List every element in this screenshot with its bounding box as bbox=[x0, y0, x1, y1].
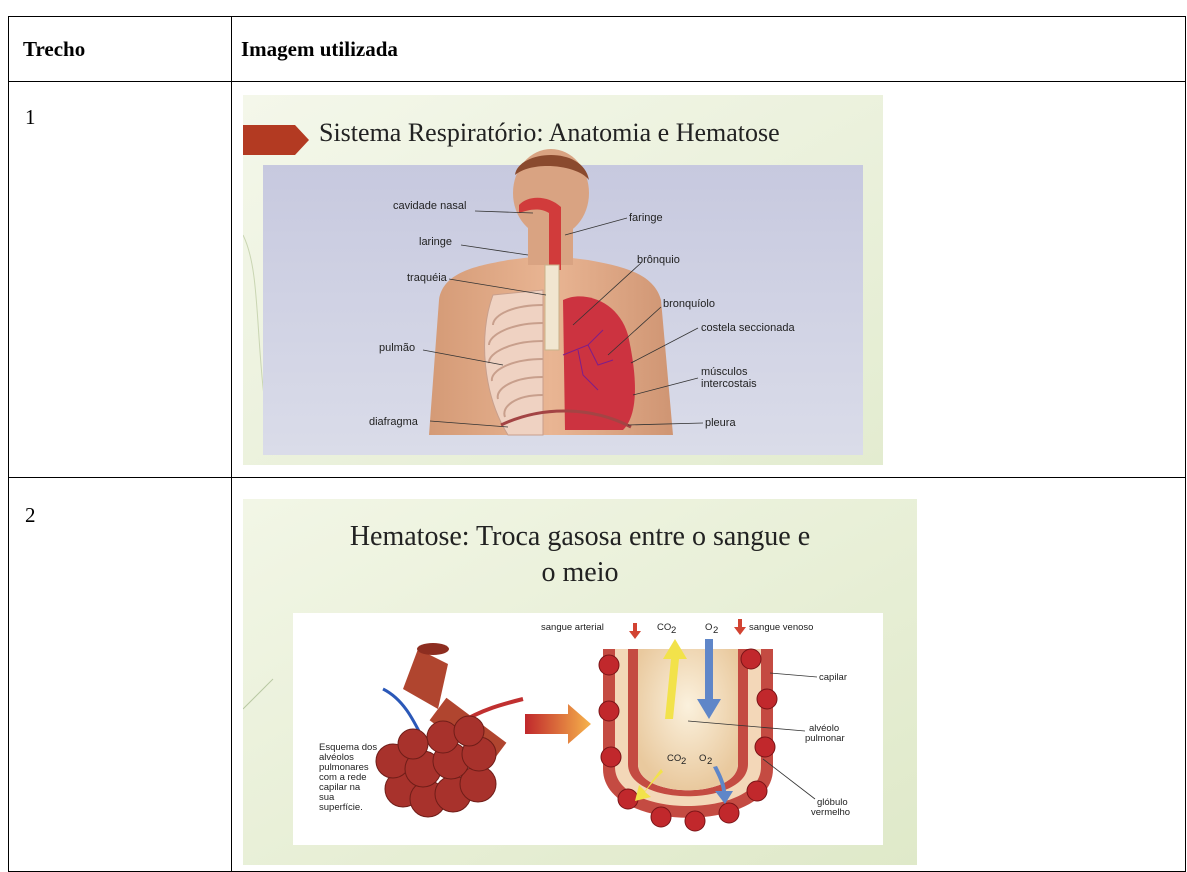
label-sangue-venoso: sangue venoso bbox=[749, 622, 813, 633]
content-table: Trecho Imagem utilizada 1 2 Sistema Resp… bbox=[8, 16, 1186, 872]
label-laringe: laringe bbox=[419, 236, 452, 248]
label-sangue-arterial: sangue arterial bbox=[541, 622, 604, 633]
hematose-illustration-frame bbox=[293, 613, 883, 845]
label-intercostais: intercostais bbox=[701, 378, 757, 390]
slide-2-title-line-1: Hematose: Troca gasosa entre o sangue e bbox=[350, 521, 810, 552]
header-imagem-utilizada: Imagem utilizada bbox=[241, 37, 398, 62]
label-pleura: pleura bbox=[705, 417, 736, 429]
label-esquema-7: superfície. bbox=[319, 802, 363, 813]
slide-hematose: Hematose: Troca gasosa entre o sangue e … bbox=[243, 499, 917, 865]
label-traqueia: traquéia bbox=[407, 272, 448, 284]
label-co2-top: CO bbox=[657, 622, 671, 633]
subscript: 2 bbox=[681, 756, 686, 767]
title-arrow-decoration bbox=[243, 125, 309, 155]
label-cavidade-nasal: cavidade nasal bbox=[393, 200, 466, 212]
label-pulmao: pulmão bbox=[379, 342, 415, 354]
alveolus bbox=[638, 649, 738, 790]
label-o2-top: O bbox=[705, 622, 712, 633]
header-trecho: Trecho bbox=[23, 37, 85, 62]
label-co2-inner: CO bbox=[667, 753, 681, 764]
label-vermelho: vermelho bbox=[811, 807, 850, 818]
slide-1-title: Sistema Respiratório: Anatomia e Hematos… bbox=[319, 118, 780, 147]
label-capilar: capilar bbox=[819, 672, 847, 683]
label-bronquio: brônquio bbox=[637, 254, 680, 266]
label-costela-seccionada: costela seccionada bbox=[701, 322, 795, 334]
slide-respiratory-anatomy: Sistema Respiratório: Anatomia e Hematos… bbox=[243, 95, 883, 465]
row-divider bbox=[9, 477, 1185, 478]
label-o2-inner: O bbox=[699, 753, 706, 764]
label-faringe: faringe bbox=[629, 212, 663, 224]
label-musculos: músculos bbox=[701, 366, 748, 378]
subscript: 2 bbox=[713, 625, 718, 636]
row-number-1: 1 bbox=[25, 105, 36, 130]
subscript: 2 bbox=[671, 625, 676, 636]
label-pulmonar: pulmonar bbox=[805, 733, 845, 744]
subscript: 2 bbox=[707, 756, 712, 767]
label-bronquiolo: bronquíolo bbox=[663, 298, 715, 310]
row-number-2: 2 bbox=[25, 503, 36, 528]
column-divider bbox=[231, 17, 232, 871]
slide-2-title-line-2: o meio bbox=[542, 557, 619, 588]
header-row-divider bbox=[9, 81, 1185, 82]
label-diafragma: diafragma bbox=[369, 416, 419, 428]
